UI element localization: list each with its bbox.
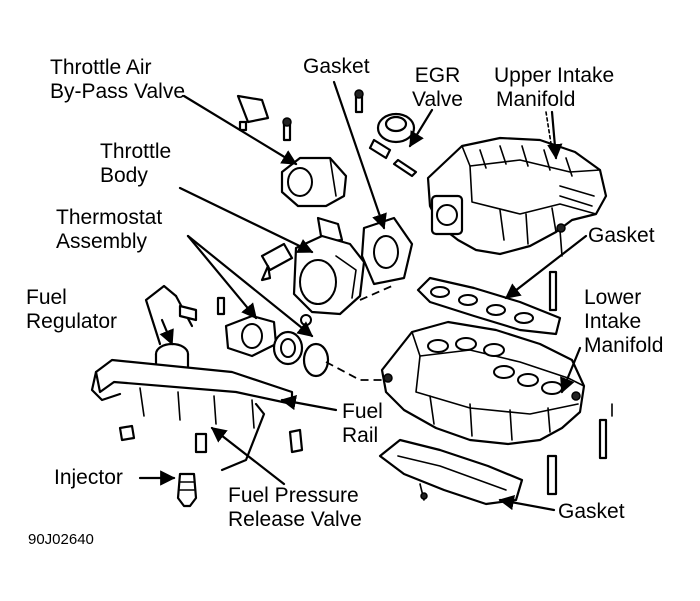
label-line: Lower bbox=[584, 286, 642, 309]
label-line: Manifold bbox=[584, 334, 664, 357]
label-line: Throttle Air bbox=[50, 56, 152, 79]
label-thermostat-assembly: Thermostat Assembly bbox=[56, 206, 162, 254]
label-fuel-rail: Fuel Rail bbox=[342, 400, 383, 448]
label-line: Body bbox=[100, 164, 148, 187]
label-gasket-bottom: Gasket bbox=[558, 500, 625, 523]
label-fuel-regulator: Fuel Regulator bbox=[26, 286, 117, 334]
injector-drawing bbox=[176, 472, 198, 508]
label-lower-intake-manifold: Lower Intake Manifold bbox=[584, 286, 663, 358]
gasket-middle-drawing bbox=[416, 276, 562, 336]
label-egr-valve: EGR Valve bbox=[412, 64, 463, 112]
label-injector: Injector bbox=[54, 466, 123, 489]
label-line: EGR bbox=[414, 64, 461, 87]
lower-intake-manifold-drawing bbox=[380, 320, 586, 446]
figure-code: 90J02640 bbox=[28, 531, 94, 548]
label-line: Throttle bbox=[100, 140, 172, 163]
label-line: Regulator bbox=[26, 310, 118, 333]
upper-intake-manifold-drawing bbox=[426, 111, 608, 256]
label-line: Manifold bbox=[496, 88, 576, 111]
egr-valve-drawing bbox=[354, 89, 418, 178]
thermostat-assembly-drawing bbox=[216, 296, 330, 378]
label-gasket-top: Gasket bbox=[303, 55, 370, 78]
label-line: Fuel bbox=[26, 286, 67, 309]
label-throttle-air-bypass-valve: Throttle Air By-Pass Valve bbox=[50, 56, 185, 104]
label-line: Valve bbox=[412, 88, 463, 111]
label-line: By-Pass Valve bbox=[50, 80, 185, 103]
label-line: Thermostat bbox=[56, 206, 163, 229]
fuel-regulator-drawing bbox=[144, 284, 198, 377]
label-line: Upper Intake bbox=[494, 64, 615, 87]
gasket-top-drawing bbox=[360, 216, 414, 286]
leader-lines bbox=[138, 80, 588, 512]
fuel-rail-drawing bbox=[90, 358, 304, 472]
label-line: Fuel Pressure bbox=[228, 484, 359, 507]
label-line: Intake bbox=[584, 310, 642, 333]
label-line: Rail bbox=[342, 424, 379, 447]
gasket-bottom-drawing bbox=[378, 438, 524, 506]
label-fuel-pressure-release-valve: Fuel Pressure Release Valve bbox=[228, 484, 362, 532]
studs-drawing bbox=[546, 223, 613, 496]
label-line: Assembly bbox=[56, 230, 148, 253]
label-line: Release Valve bbox=[228, 508, 362, 531]
label-gasket-right: Gasket bbox=[588, 224, 655, 247]
label-line: Fuel bbox=[342, 400, 383, 423]
label-throttle-body: Throttle Body bbox=[100, 140, 171, 188]
label-upper-intake-manifold: Upper Intake Manifold bbox=[494, 64, 614, 112]
